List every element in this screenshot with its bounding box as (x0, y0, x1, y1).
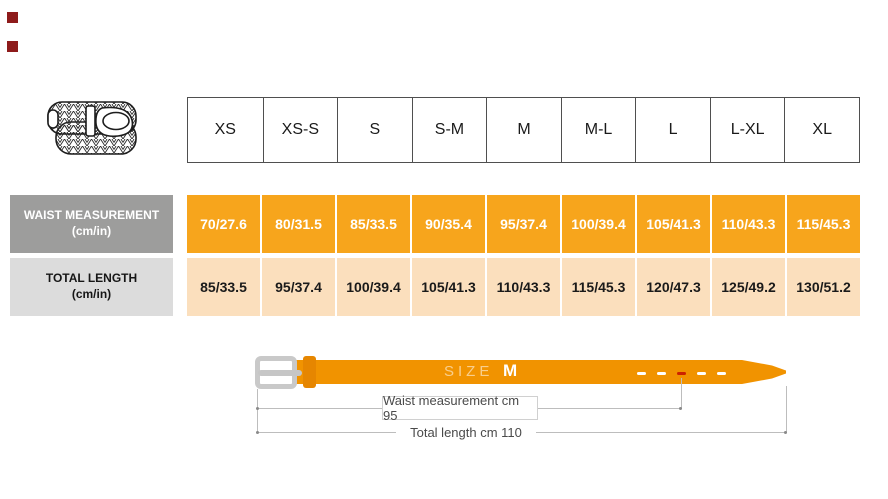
waist-value-cell: 90/35.4 (412, 195, 485, 253)
belt-strap (290, 360, 742, 384)
waist-value-cell: 110/43.3 (712, 195, 785, 253)
total-length-label-line2: (cm/in) (71, 287, 112, 301)
red-marker (7, 12, 18, 23)
waist-value-cell: 95/37.4 (487, 195, 560, 253)
belt-size-word: SIZE (444, 363, 494, 380)
belt-size-value: M (503, 361, 518, 380)
size-header-cell: L (635, 98, 710, 162)
total-length-value-cell: 120/47.3 (637, 258, 710, 316)
waist-line-end-dot (256, 407, 259, 410)
size-header-cell: S-M (411, 98, 487, 162)
size-header-row: XS XS-S S S-M M M-L L L-XL XL (187, 97, 860, 163)
size-header-cell: M-L (560, 98, 636, 162)
waist-row-label: WAIST MEASUREMENT (cm/in) (10, 195, 173, 253)
belt-hole-marked (677, 372, 686, 375)
waist-value-cell: 100/39.4 (562, 195, 635, 253)
waist-measurement-label: Waist measurement cm 95 (382, 393, 538, 423)
total-line-end-dot (256, 431, 259, 434)
size-header-cell: M (486, 98, 561, 162)
waist-row-label-line1: WAIST MEASUREMENT (23, 208, 160, 223)
total-length-value-cell: 115/45.3 (562, 258, 635, 316)
waist-value-cell: 105/41.3 (637, 195, 710, 253)
size-header-cell: XL (784, 98, 859, 162)
total-length-value-cell: 100/39.4 (337, 258, 410, 316)
total-length-label: Total length cm 110 (396, 423, 536, 442)
belt-tip (742, 360, 786, 384)
total-length-row-label: TOTAL LENGTH (cm/in) (10, 258, 173, 316)
belt-hole (637, 372, 646, 375)
waist-line-end-dot (679, 407, 682, 410)
size-header-cell: L-XL (709, 98, 785, 162)
size-header-cell: XS-S (262, 98, 338, 162)
tip-guide-line (786, 386, 787, 433)
total-length-value-cell: 95/37.4 (262, 258, 335, 316)
total-length-label-line1: TOTAL LENGTH (45, 271, 138, 286)
total-length-value-cell: 105/41.3 (412, 258, 485, 316)
total-length-row: 85/33.5 95/37.4 100/39.4 105/41.3 110/43… (187, 258, 860, 316)
buckle-guide-line (257, 389, 258, 433)
size-header-cell: XS (214, 121, 236, 138)
belt-hole (657, 372, 666, 375)
total-length-value-cell: 125/49.2 (712, 258, 785, 316)
waist-value-cell: 85/33.5 (337, 195, 410, 253)
waist-row-label-line2: (cm/in) (71, 224, 112, 238)
total-length-value-cell: 110/43.3 (487, 258, 560, 316)
total-line-end-dot (784, 431, 787, 434)
red-marker (7, 41, 18, 52)
waist-value-cell: 70/27.6 (187, 195, 260, 253)
braided-belt-illustration (47, 101, 137, 155)
belt-buckle-prong (258, 370, 302, 376)
belt-hole (717, 372, 726, 375)
size-header-cell: S (337, 98, 412, 162)
waist-value-cell: 115/45.3 (787, 195, 860, 253)
belt-keeper-loop (303, 356, 316, 388)
belt-hole (697, 372, 706, 375)
marked-hole-guide-line (681, 378, 682, 409)
waist-row: 70/27.6 80/31.5 85/33.5 90/35.4 95/37.4 … (187, 195, 860, 253)
waist-value-cell: 80/31.5 (262, 195, 335, 253)
total-length-value-cell: 130/51.2 (787, 258, 860, 316)
total-length-value-cell: 85/33.5 (187, 258, 260, 316)
